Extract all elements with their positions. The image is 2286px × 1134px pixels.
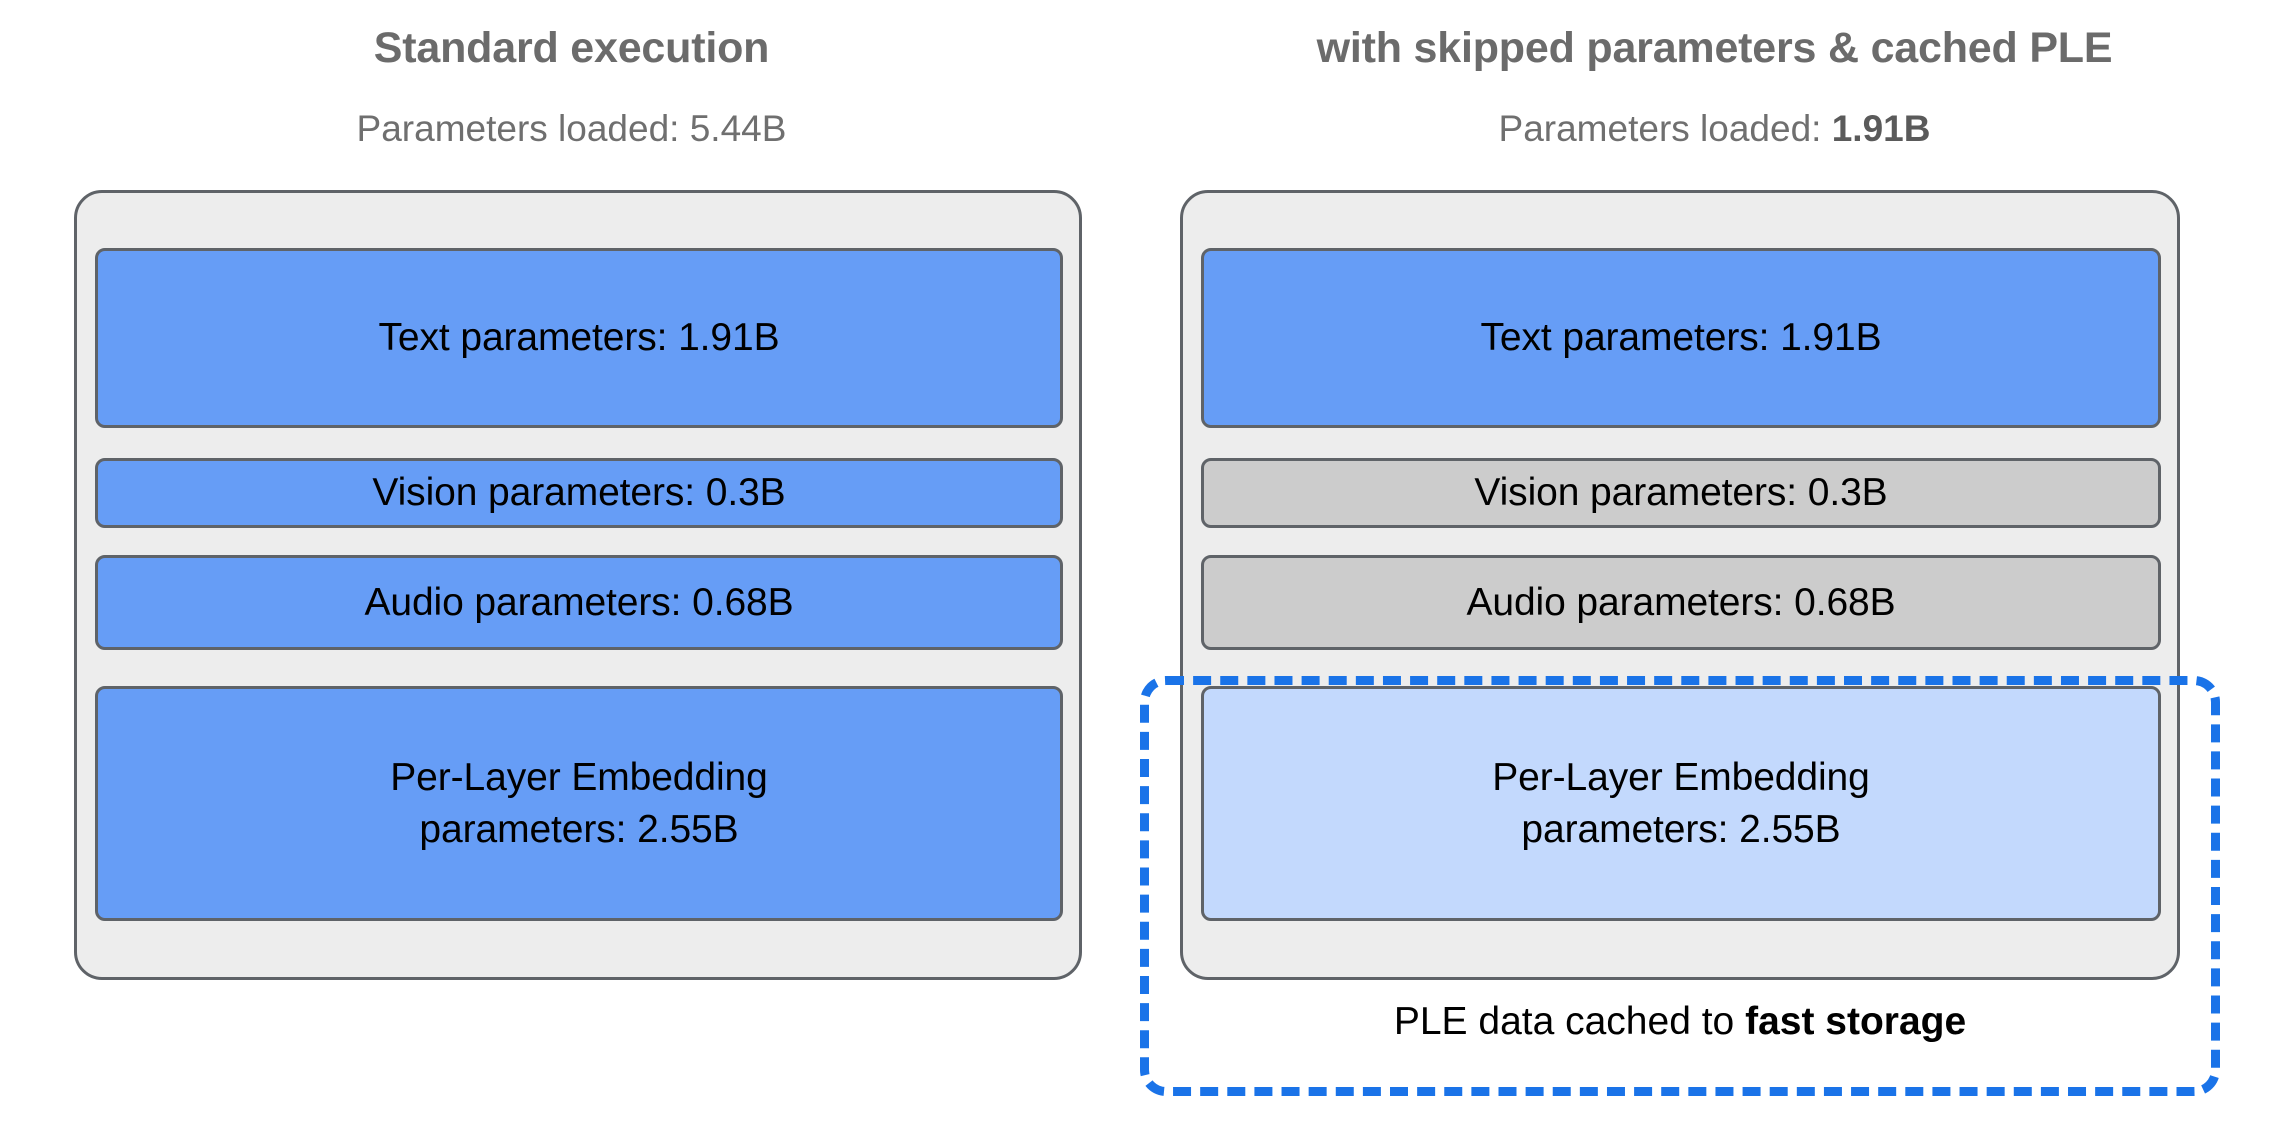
panel-standard-execution: Text parameters: 1.91B Vision parameters… <box>74 190 1082 980</box>
block-label: Text parameters: 1.91B <box>1480 316 1882 360</box>
block-standard-text-parameters: Text parameters: 1.91B <box>95 248 1063 428</box>
subtitle-prefix-optimized: Parameters loaded: <box>1498 108 1832 149</box>
block-label: Vision parameters: 0.3B <box>1474 471 1888 515</box>
column-title-standard: Standard execution <box>373 24 770 72</box>
subtitle-value-optimized: 1.91B <box>1831 108 1931 149</box>
block-standard-audio-parameters: Audio parameters: 0.68B <box>95 555 1063 650</box>
block-standard-ple-parameters: Per-Layer Embedding parameters: 2.55B <box>95 686 1063 921</box>
block-optimized-ple-parameters: Per-Layer Embedding parameters: 2.55B <box>1201 686 2161 921</box>
panel-optimized-execution: Text parameters: 1.91B Vision parameters… <box>1180 190 2180 980</box>
subtitle-value-standard: 5.44B <box>689 108 787 149</box>
cache-caption-emphasis: fast storage <box>1745 1000 1967 1043</box>
block-label: Per-Layer Embedding parameters: 2.55B <box>390 756 768 851</box>
block-label: Audio parameters: 0.68B <box>1466 580 1896 624</box>
block-label: Audio parameters: 0.68B <box>364 580 794 624</box>
column-subtitle-standard: Parameters loaded: 5.44B <box>0 108 1143 150</box>
block-optimized-vision-parameters: Vision parameters: 0.3B <box>1201 458 2161 528</box>
block-optimized-text-parameters: Text parameters: 1.91B <box>1201 248 2161 428</box>
subtitle-prefix-standard: Parameters loaded: <box>356 108 690 149</box>
cache-callout-caption: PLE data cached to fast storage <box>1140 1000 2220 1044</box>
block-label: Vision parameters: 0.3B <box>372 471 786 515</box>
column-title-optimized: with skipped parameters & cached PLE <box>1316 24 2113 72</box>
column-subtitle-optimized: Parameters loaded: 1.91B <box>1143 108 2286 150</box>
block-label: Text parameters: 1.91B <box>378 316 780 360</box>
block-standard-vision-parameters: Vision parameters: 0.3B <box>95 458 1063 528</box>
cache-caption-prefix: PLE data cached to <box>1393 1000 1746 1043</box>
block-label: Per-Layer Embedding parameters: 2.55B <box>1492 756 1870 851</box>
block-optimized-audio-parameters: Audio parameters: 0.68B <box>1201 555 2161 650</box>
